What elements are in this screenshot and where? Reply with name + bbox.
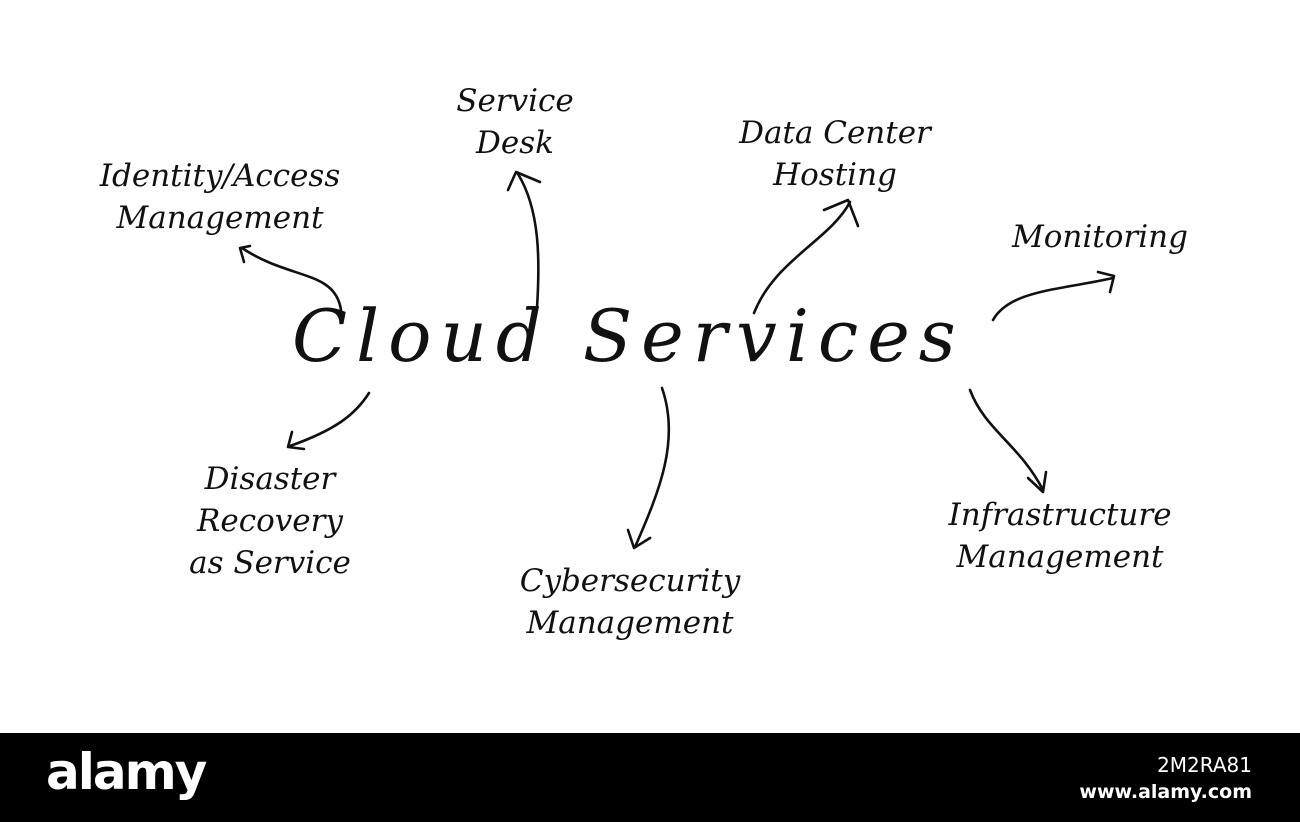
node-data-center-hosting: Data Center Hosting [695,112,975,196]
arrowhead-monitoring [1096,270,1116,294]
node-infrastructure-management: Infrastructure Management [895,494,1225,578]
arrowhead-cybersecurity [626,528,652,550]
arrow-monitoring [991,276,1115,322]
node-disaster-recovery: Disaster Recovery as Service [150,458,390,584]
node-monitoring: Monitoring [970,216,1230,258]
node-line: Management [526,605,734,641]
arrowhead-identity [238,244,252,264]
arrowhead-disaster [286,430,306,451]
diagram-center-title: Cloud Services [292,294,965,378]
node-identity-access: Identity/Access Management [55,155,385,239]
arrow-disaster [288,391,371,448]
arrow-identity [240,246,343,312]
arrowhead-infrastructure [1026,470,1048,494]
node-line: Data Center [739,115,931,151]
site-url: www.alamy.com [1079,781,1252,803]
connector-arrows [238,170,1116,550]
arrow-data-center [752,200,852,315]
image-id: 2M2RA81 [1157,753,1252,777]
node-line: Cybersecurity [519,563,741,599]
node-cybersecurity-management: Cybersecurity Management [480,560,780,644]
node-line: Management [116,200,324,236]
node-line: Service [456,83,574,119]
node-line: Infrastructure [948,497,1172,533]
brand-logo: alamy [46,743,207,801]
diagram-canvas: Cloud Services Identity/Access Managemen… [55,80,1230,644]
node-line: Identity/Access [99,158,341,194]
node-line: Desk [476,125,554,161]
node-line: Monitoring [1012,219,1188,255]
arrow-cybersecurity [633,386,671,549]
arrowhead-data-center [822,198,860,228]
arrow-service-desk [516,172,540,310]
node-line: Recovery [197,503,343,539]
node-line: Management [956,539,1164,575]
node-line: Disaster [204,461,336,497]
node-service-desk: Service Desk [425,80,605,164]
arrow-infrastructure [968,388,1045,492]
watermark-footer: alamy 2M2RA81 www.alamy.com [0,733,1300,822]
node-line: as Service [189,545,351,581]
node-line: Hosting [773,157,897,193]
arrowhead-service-desk [506,170,542,192]
